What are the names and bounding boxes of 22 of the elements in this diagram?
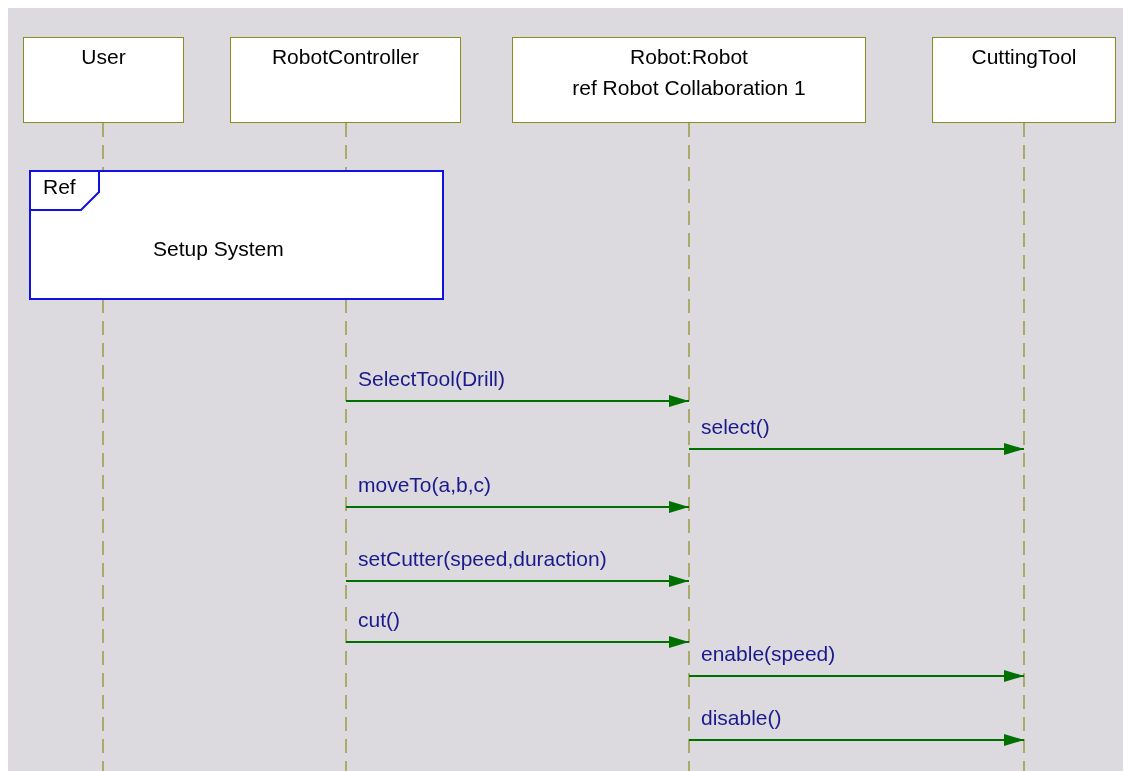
participant-name: RobotController (271, 44, 420, 70)
edge-label: SelectTool(Drill) (358, 368, 506, 389)
participant-name: CuttingTool (971, 44, 1077, 70)
message-arrow (345, 636, 690, 648)
edge-label: select() (701, 416, 770, 437)
participant-name: Robot:Robot (630, 44, 748, 70)
edge-label: setCutter(speed,duraction) (358, 548, 607, 569)
edge-label: cut() (358, 609, 400, 630)
participant-ref: ref Robot Collaboration 1 (572, 75, 806, 101)
edge-label: disable() (701, 707, 782, 728)
edge-label: moveTo(a,b,c) (358, 474, 492, 495)
message-arrow (345, 501, 690, 513)
frame-tag-label: Ref (43, 176, 76, 197)
participant-name: User (81, 44, 126, 70)
message-arrow (688, 670, 1025, 682)
message-arrow (688, 734, 1025, 746)
ref-frame (29, 170, 444, 300)
message-arrow (688, 443, 1025, 455)
message-arrow (345, 395, 690, 407)
edge-label: enable(speed) (701, 643, 836, 664)
message-arrow (345, 575, 690, 587)
frame-title: Setup System (153, 238, 284, 259)
